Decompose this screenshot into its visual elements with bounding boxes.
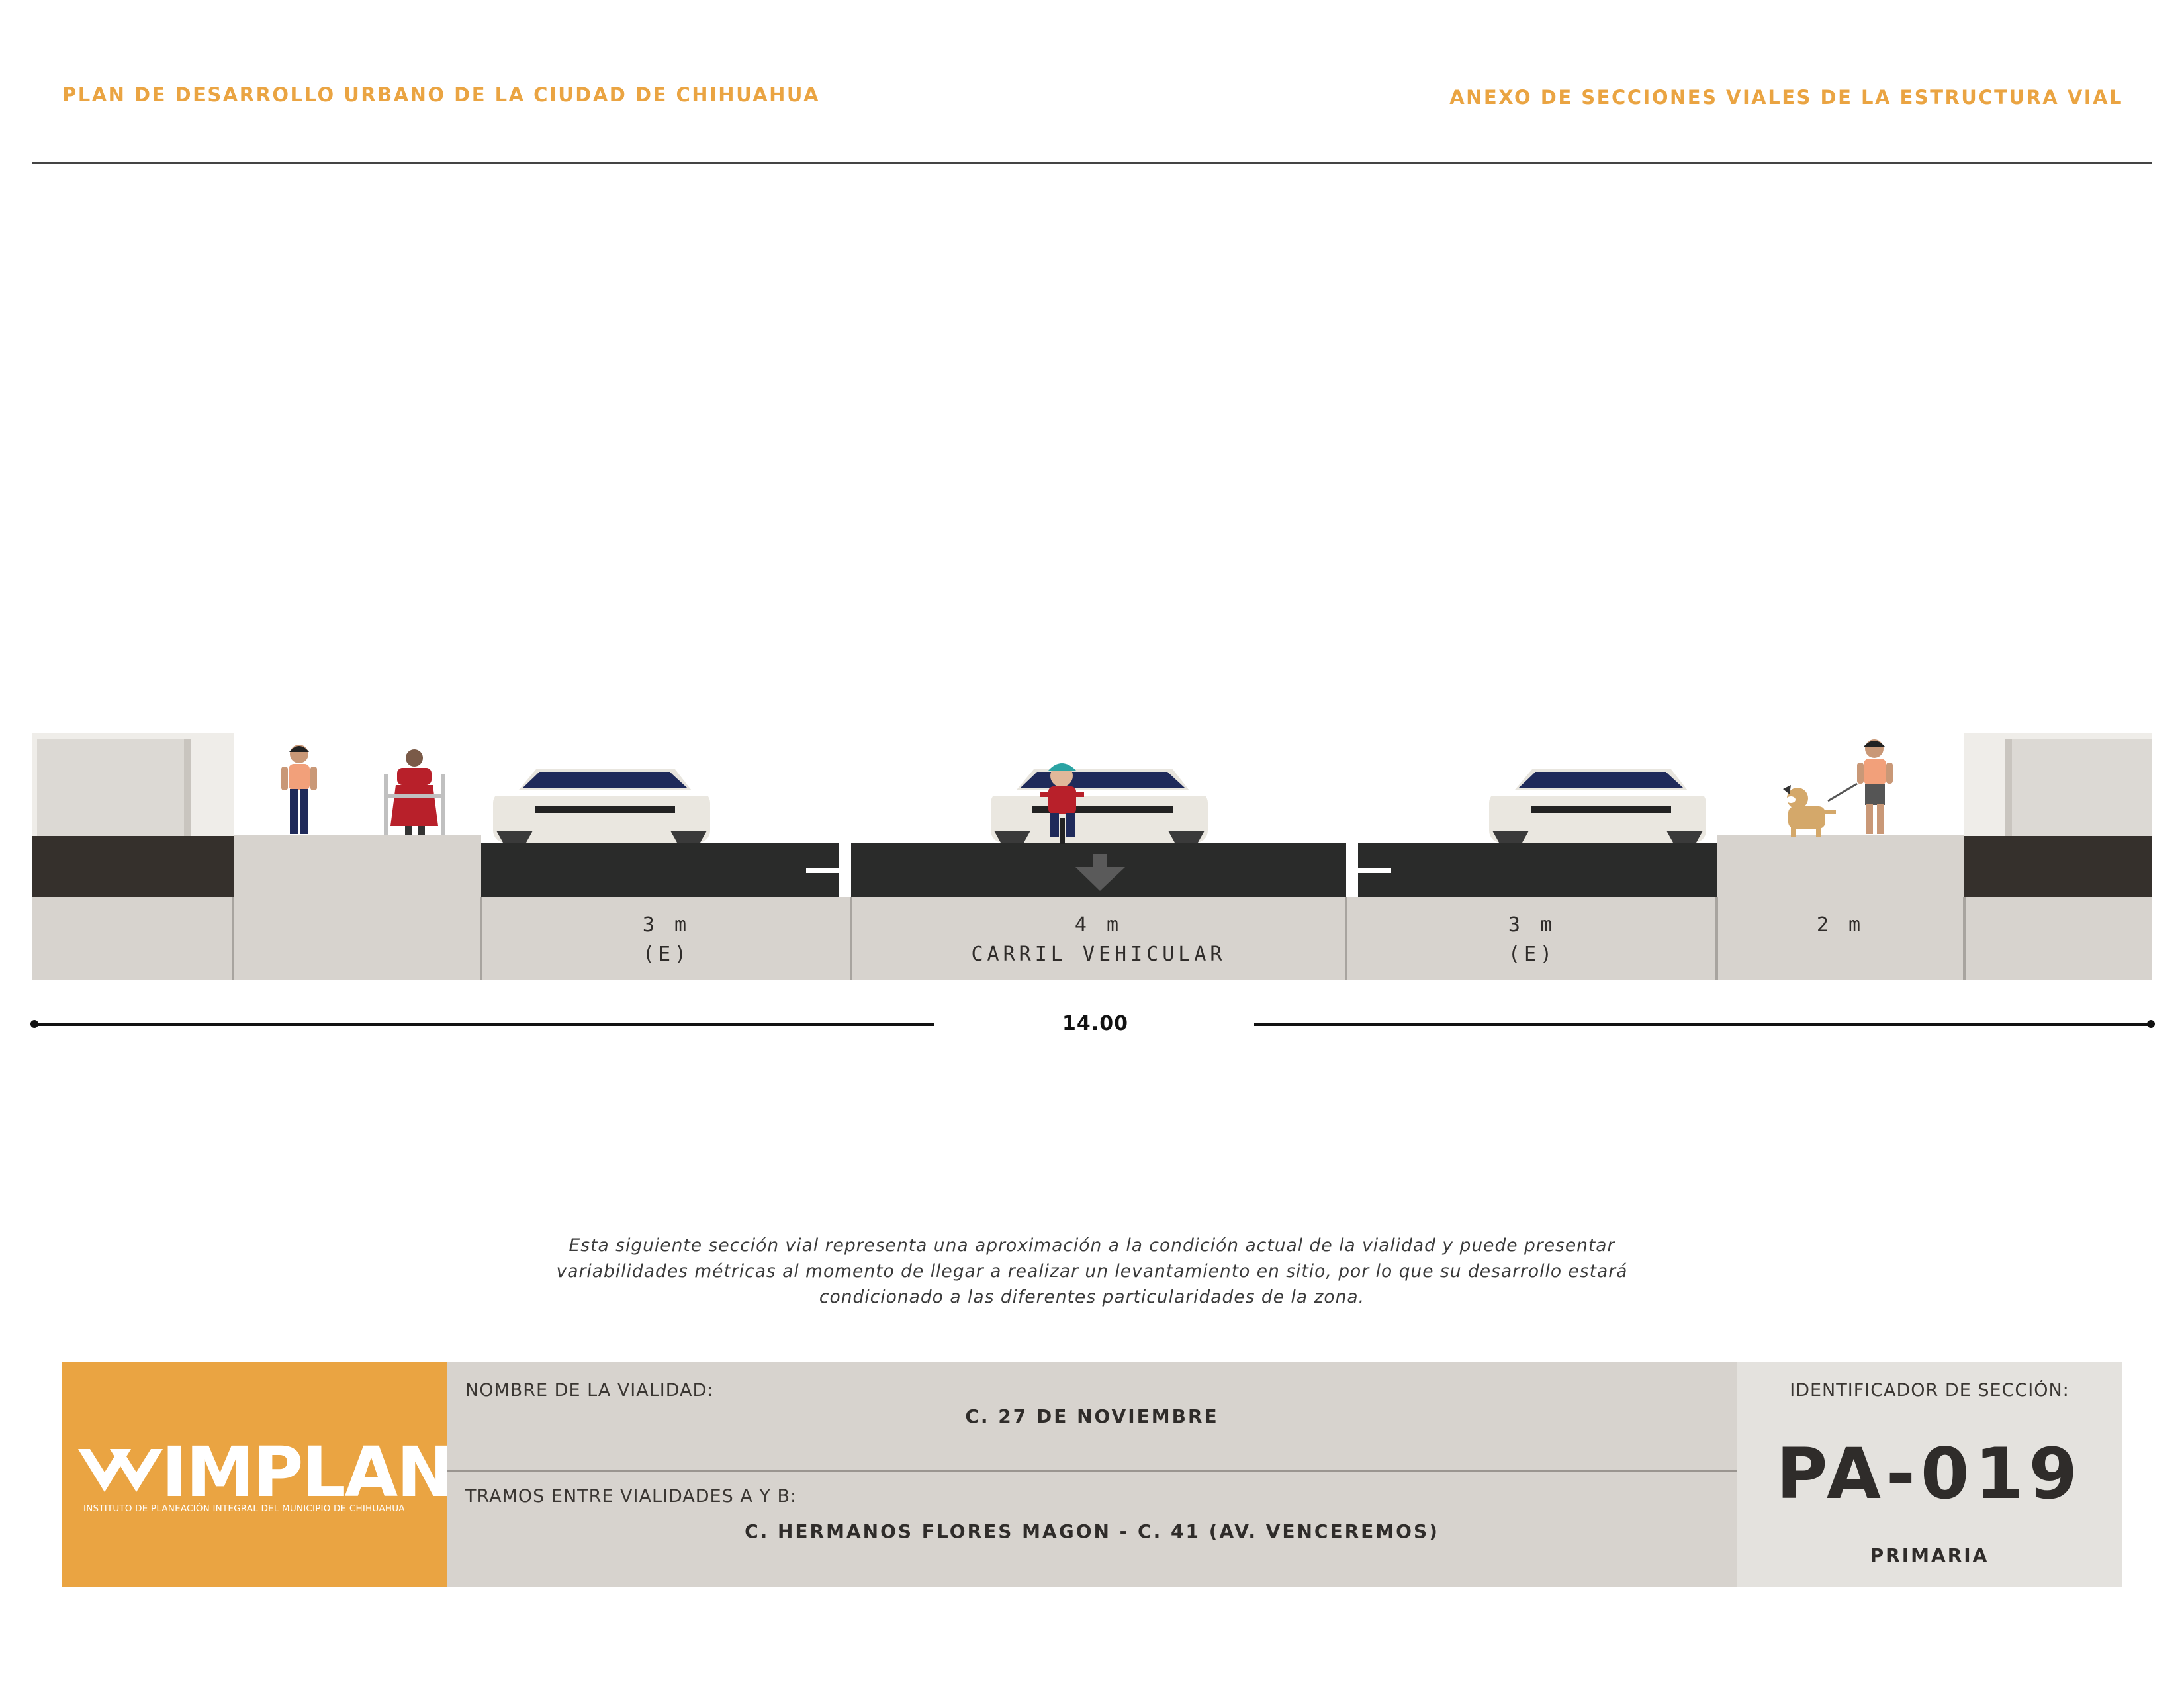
implan-logo-panel: IMPLAN INSTITUTO DE PLANEACIÓN INTEGRAL …: [62, 1362, 454, 1587]
road-name: C. 27 DE NOVIEMBRE: [965, 1405, 1219, 1427]
logo-wordmark: IMPLAN: [161, 1432, 454, 1513]
disclaimer-line: Esta siguiente sección vial representa u…: [569, 1235, 1615, 1256]
dimension-endpoint: [2147, 1020, 2155, 1028]
segment-type-label: (E): [1508, 943, 1557, 966]
car-right: [1486, 769, 1712, 843]
document-title: PLAN DE DESARROLLO URBANO DE LA CIUDAD D…: [62, 83, 821, 106]
disclaimer-line: condicionado a las diferentes particular…: [819, 1287, 1365, 1307]
segment-type-label: (E): [642, 943, 691, 966]
section-id-label: IDENTIFICADOR DE SECCIÓN:: [1790, 1380, 2070, 1401]
annex-title: ANEXO DE SECCIONES VIALES DE LA ESTRUCTU…: [1449, 86, 2123, 109]
section-id-panel: IDENTIFICADOR DE SECCIÓN: PA-019 PRIMARI…: [1737, 1362, 2122, 1587]
lane-marking: [1358, 868, 1391, 873]
cyclist: [1040, 763, 1084, 844]
right-sidewalk: [1717, 835, 1964, 980]
segment-type-label: CARRIL VEHICULAR: [971, 943, 1226, 966]
street-cross-section: [32, 733, 2152, 980]
dog: [1783, 785, 1836, 837]
segment-width-label: 4 m: [1074, 914, 1123, 937]
dimension-line-right: [1254, 1023, 2151, 1026]
logo-subtitle: INSTITUTO DE PLANEACIÓN INTEGRAL DEL MUN…: [83, 1503, 405, 1514]
direction-arrow-icon: [1075, 854, 1125, 891]
section-id: PA-019: [1776, 1433, 2083, 1515]
pedestrian-woman: [281, 745, 317, 834]
right-building: [1964, 733, 2152, 980]
segment-width-label: 2 m: [1816, 914, 1865, 937]
car-left: [490, 769, 716, 843]
car-center: [987, 769, 1214, 843]
segment-width-label: 3 m: [642, 914, 691, 937]
section-type: PRIMARIA: [1870, 1544, 1989, 1566]
implan-logo-icon: [78, 1449, 163, 1492]
pedestrian-with-dog: [1827, 739, 1893, 834]
left-sidewalk: [234, 835, 481, 980]
segment-width-label: 3 m: [1508, 914, 1557, 937]
pedestrian-elderly-with-walker: [384, 749, 445, 835]
disclaimer-line: variabilidades métricas al momento de ll…: [556, 1261, 1628, 1282]
road-info-panel: NOMBRE DE LA VIALIDAD: C. 27 DE NOVIEMBR…: [447, 1362, 1737, 1587]
segment-range-label: TRAMOS ENTRE VIALIDADES A Y B:: [465, 1486, 797, 1507]
segment-range: C. HERMANOS FLORES MAGON - C. 41 (AV. VE…: [745, 1521, 1439, 1542]
dimension-line-left: [34, 1023, 934, 1026]
lane-marking: [806, 868, 839, 873]
header-divider: [32, 162, 2152, 164]
disclaimer: Esta siguiente sección vial representa u…: [463, 1233, 1721, 1310]
total-width: 14.00: [1062, 1012, 1128, 1035]
road-name-label: NOMBRE DE LA VIALIDAD:: [465, 1380, 714, 1401]
left-building: [32, 733, 234, 980]
panel-divider: [447, 1470, 1737, 1472]
